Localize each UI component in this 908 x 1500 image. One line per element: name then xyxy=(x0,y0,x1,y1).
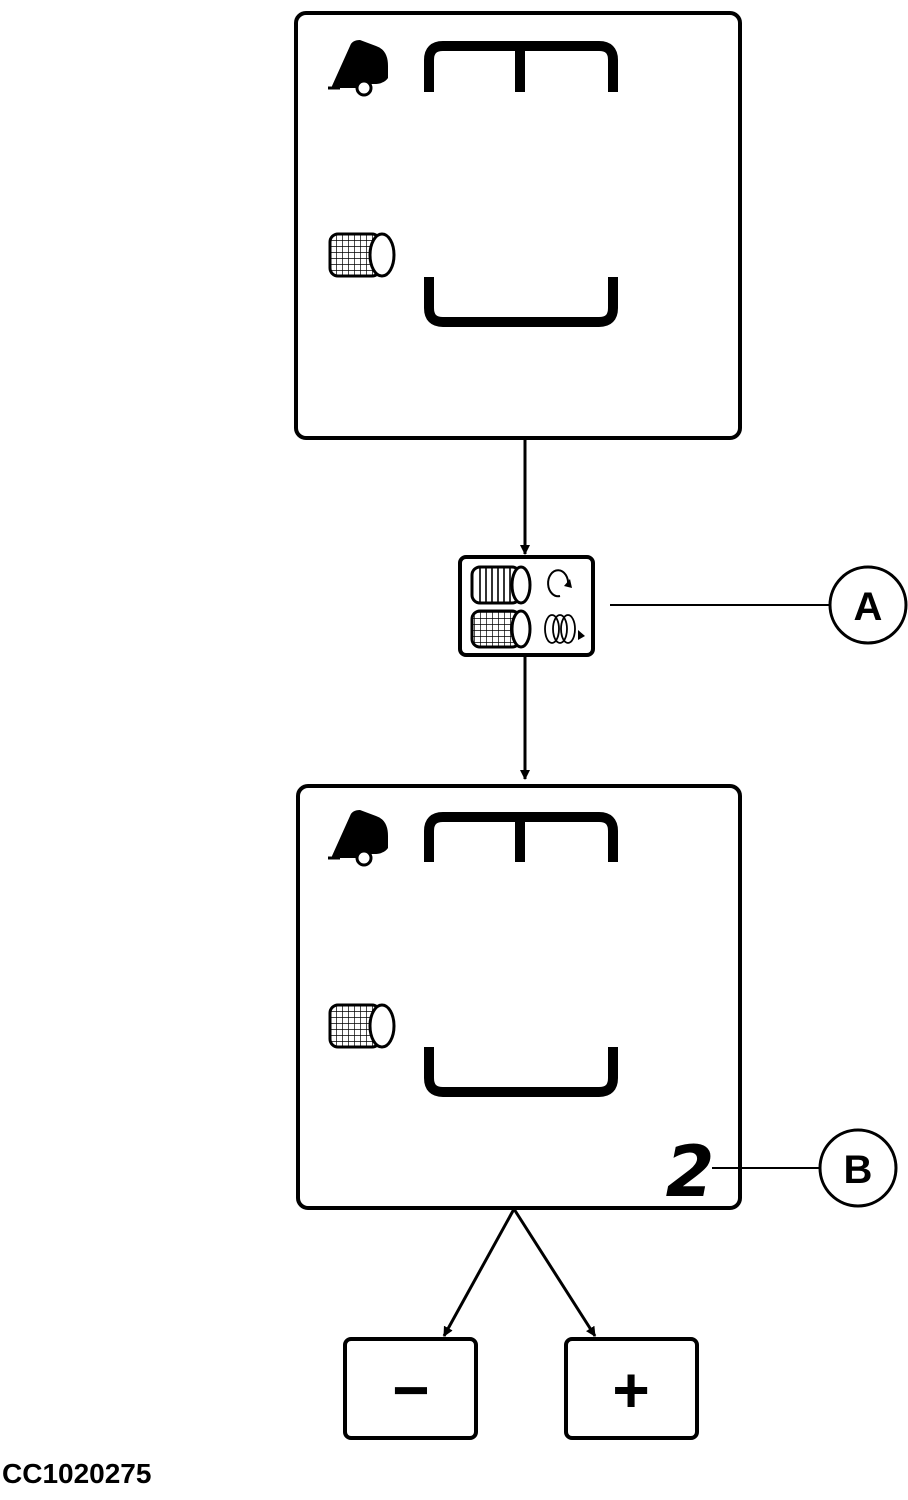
twine-wrap-mode-icon xyxy=(544,614,585,644)
bale-eject-icon xyxy=(328,810,388,867)
segment-bracket-lower xyxy=(424,277,618,327)
plus-button[interactable]: + xyxy=(564,1337,699,1440)
display-counter-digit: 2 xyxy=(666,1131,715,1213)
segment-bracket-upper xyxy=(424,812,618,862)
display-panel-bottom: 2 xyxy=(296,784,742,1213)
callout-b: B xyxy=(712,1128,898,1208)
flow-arrow-minus xyxy=(442,1208,516,1337)
plus-button-label: + xyxy=(612,1354,649,1426)
net-wrap-mode-icon xyxy=(470,609,532,649)
bale-eject-icon xyxy=(328,40,388,97)
net-wrap-icon xyxy=(328,1003,396,1049)
minus-button-label: − xyxy=(392,1354,429,1426)
segment-bracket-upper xyxy=(424,41,618,92)
display-panel-top xyxy=(294,11,742,440)
wrap-mode-button[interactable] xyxy=(458,555,595,657)
figure-id: CC1020275 xyxy=(2,1458,152,1489)
callout-a: A xyxy=(610,565,908,645)
net-wrap-icon xyxy=(328,232,396,278)
wrap-mode-button-icon xyxy=(470,565,572,605)
callout-b-label: B xyxy=(844,1148,873,1192)
minus-button[interactable]: − xyxy=(343,1337,478,1440)
callout-a-label: A xyxy=(854,585,883,629)
flow-arrow-plus xyxy=(512,1208,597,1337)
segment-bracket-lower xyxy=(424,1047,618,1097)
